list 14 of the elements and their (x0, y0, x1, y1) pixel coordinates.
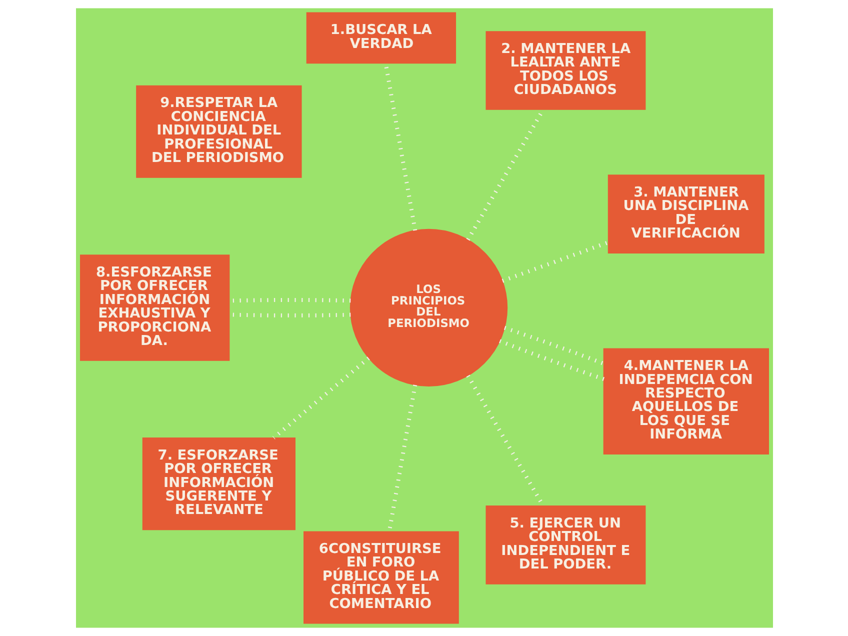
node-box: 1.BUSCAR LA VERDAD (306, 12, 456, 64)
node-box: 3. MANTENER UNA DISCIPLINA DE VERIFICACIÓN (607, 174, 764, 254)
node-box: 9.RESPETAR LA CONCIENCIA INDIVIDUAL DEL PROFESIONAL DEL PERIODISMO (136, 85, 302, 178)
connector (272, 356, 370, 440)
node-box: 6CONSTITUIRSE EN FORO PÚBLICO DE LA CRÍTICA Y EL COMENTARIO (303, 531, 458, 624)
node-box: 7. ESFORZARSE POR OFRECER INFORMACIÓN SUGERENTE Y RELEVANTE (142, 438, 295, 530)
node-box: 4.MANTENER LA INDEPEMCIA CON RESPECTO AQUELLOS DE LOS QUE SE INFORMA (602, 348, 768, 455)
node-box: 2. MANTENER LA LEALTAR ANTE TODOS LOS CIUDADANOS (485, 31, 646, 110)
connector (501, 240, 609, 283)
node-box: 5. EJERCER UN CONTROL INDEPENDIENT E DEL PODER. (485, 506, 646, 584)
node-box: 8.ESFORZARSE POR OFRECER INFORMACIÓN EXHAUSTIVA Y PROPORCIONA DA. (80, 254, 230, 361)
connector (503, 326, 604, 366)
connector (498, 339, 604, 381)
node-circle: LOS PRINCIPIOS DEL PERIODISMO (349, 228, 508, 387)
